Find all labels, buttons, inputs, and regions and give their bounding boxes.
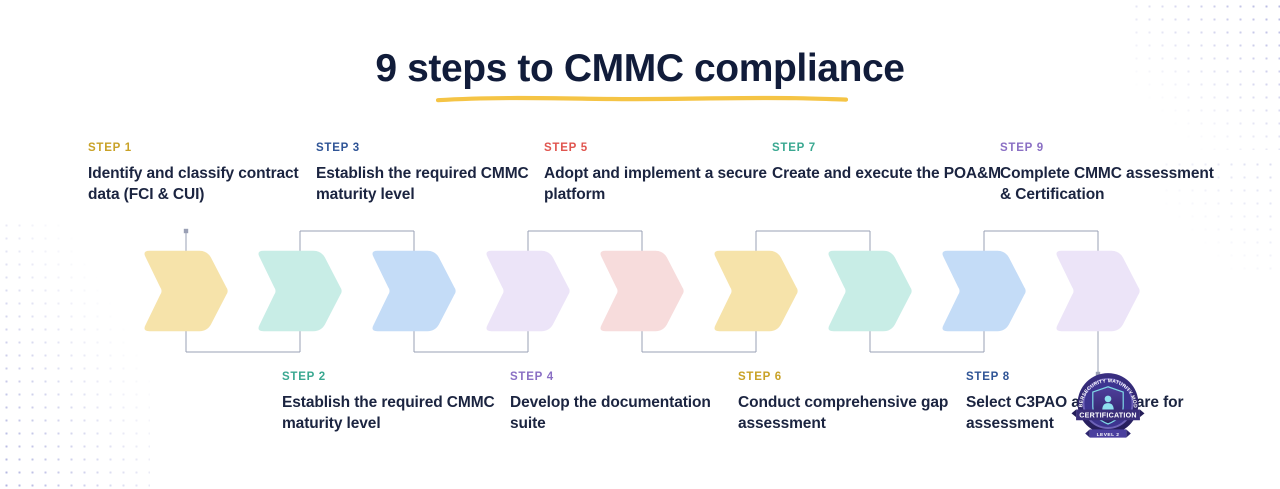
- cmmc-certification-badge-icon: CYBERSECURITY MATURITY MODEL CERTIFICATI…: [1070, 367, 1145, 438]
- step-kicker-9: STEP 9: [1000, 142, 1044, 154]
- chevron-step-5: [600, 250, 684, 332]
- step-title-4: Develop the documentation suite: [510, 394, 711, 433]
- title-block: 9 steps to CMMC compliance: [0, 47, 1280, 90]
- step-title-2: Establish the required CMMC maturity lev…: [282, 394, 495, 433]
- chevron-step-4: [486, 250, 570, 332]
- step-title-9: Complete CMMC assessment & Certification: [1000, 165, 1214, 204]
- step-kicker-8: STEP 8: [966, 371, 1010, 383]
- step-card-4: STEP 4 Develop the documentation suite: [510, 371, 740, 435]
- chevron-step-3: [372, 250, 456, 332]
- step-card-9: STEP 9 Complete CMMC assessment & Certifi…: [1000, 142, 1215, 206]
- chevron-step-1: [144, 250, 228, 332]
- step-kicker-5: STEP 5: [544, 142, 588, 154]
- chevron-step-7: [828, 250, 912, 332]
- step-card-7: STEP 7 Create and execute the POA&M: [772, 142, 1002, 184]
- step-title-7: Create and execute the POA&M: [772, 165, 1001, 182]
- step-title-3: Establish the required CMMC maturity lev…: [316, 165, 529, 204]
- step-card-1: STEP 1 Identify and classify contract dat…: [88, 142, 318, 206]
- chevron-step-9: [1056, 250, 1140, 332]
- step-card-5: STEP 5 Adopt and implement a secure platf…: [544, 142, 774, 206]
- step-title-6: Conduct comprehensive gap assessment: [738, 394, 949, 433]
- chevron-step-8: [942, 250, 1026, 332]
- step-kicker-3: STEP 3: [316, 142, 360, 154]
- badge-banner-text: CERTIFICATION: [1079, 411, 1136, 419]
- chevron-step-6: [714, 250, 798, 332]
- step-card-6: STEP 6 Conduct comprehensive gap assessme…: [738, 371, 968, 435]
- title-underline-stroke: [436, 95, 848, 103]
- chevron-step-2: [258, 250, 342, 332]
- step-kicker-4: STEP 4: [510, 371, 554, 383]
- step-kicker-2: STEP 2: [282, 371, 326, 383]
- step-kicker-1: STEP 1: [88, 142, 132, 154]
- step-title-1: Identify and classify contract data (FCI…: [88, 165, 299, 204]
- badge-ribbon-text: LEVEL 2: [1097, 432, 1120, 438]
- step-card-3: STEP 3 Establish the required CMMC maturi…: [316, 142, 546, 206]
- step-kicker-7: STEP 7: [772, 142, 816, 154]
- step-kicker-6: STEP 6: [738, 371, 782, 383]
- step-card-2: STEP 2 Establish the required CMMC maturi…: [282, 371, 512, 435]
- step-title-5: Adopt and implement a secure platform: [544, 165, 767, 204]
- page-title: 9 steps to CMMC compliance: [375, 47, 905, 90]
